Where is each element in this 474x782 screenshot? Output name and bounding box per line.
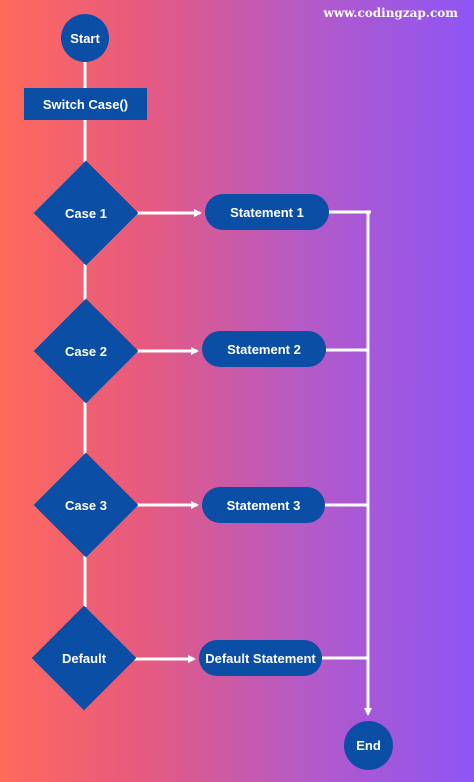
watermark-text: www.codingzap.com xyxy=(323,6,458,20)
default-decision: Default xyxy=(31,605,137,711)
statement-2-node: Statement 2 xyxy=(202,331,326,367)
statement-3-node: Statement 3 xyxy=(202,487,325,523)
case-1-decision: Case 1 xyxy=(33,160,139,266)
case-2-decision: Case 2 xyxy=(33,298,139,404)
case-3-decision: Case 3 xyxy=(33,452,139,558)
switch-node: Switch Case() xyxy=(24,88,147,120)
statement-1-node: Statement 1 xyxy=(205,194,329,230)
default-label: Default xyxy=(61,650,107,666)
case-1-label: Case 1 xyxy=(65,205,107,221)
case-3-label: Case 3 xyxy=(65,497,107,513)
start-node: Start xyxy=(61,14,109,62)
default-statement-node: Default Statement xyxy=(199,640,322,676)
case-2-label: Case 2 xyxy=(65,343,107,359)
end-node: End xyxy=(344,721,393,770)
